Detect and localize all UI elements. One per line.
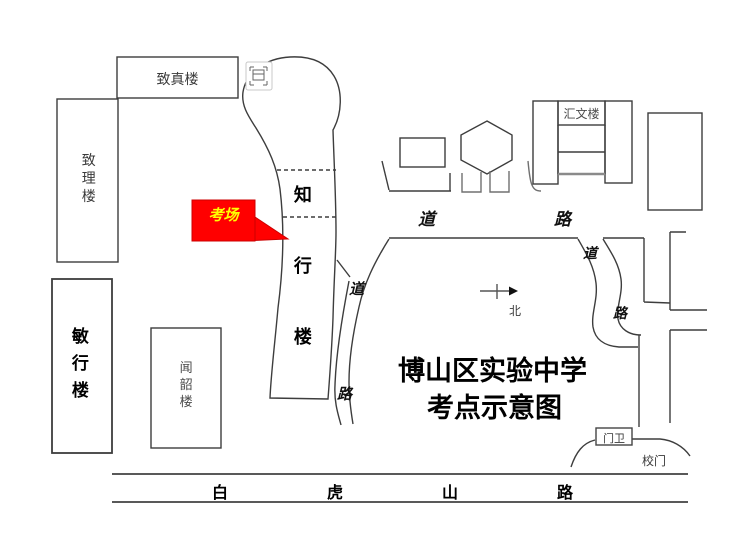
inner-road-dao-label: 道 bbox=[349, 282, 365, 298]
zhizhen-building-label: 致真楼 bbox=[156, 73, 199, 88]
east-road-dao-label: 道 bbox=[583, 247, 597, 262]
wenshao-building-label: 闻韶楼 bbox=[179, 360, 193, 409]
wenshao-building-outline bbox=[150, 327, 222, 449]
pavilion-leg-left bbox=[461, 172, 482, 193]
northeast-building-outline bbox=[647, 112, 703, 211]
campus-road-dao-label: 道 bbox=[418, 210, 435, 229]
zhixing-building-label: 知行楼 bbox=[293, 185, 312, 347]
inner-road-spur bbox=[336, 259, 351, 278]
minxing-building-label: 敏行楼 bbox=[71, 327, 89, 400]
compass-north-label: 北 bbox=[509, 304, 522, 318]
guard-house-label: 门卫 bbox=[603, 433, 625, 445]
platform-slant bbox=[381, 160, 390, 191]
inner-road-right bbox=[348, 238, 390, 425]
inner-road-lu-label: 路 bbox=[337, 387, 353, 403]
right-road-lower bbox=[669, 329, 707, 423]
inner-road-left bbox=[334, 280, 350, 426]
huiwen-right-wing bbox=[604, 100, 633, 184]
east-road-right-curve bbox=[602, 238, 642, 336]
east-block-edge bbox=[643, 238, 671, 304]
small-building-outline bbox=[399, 137, 446, 168]
pavilion-leg-right bbox=[489, 171, 510, 193]
compass bbox=[480, 284, 518, 299]
street-name-label: 白虎山路 bbox=[212, 485, 673, 502]
picture-anchor-icon bbox=[245, 61, 273, 91]
huiwen-left-wing bbox=[532, 100, 559, 185]
huiwen-inner-lines bbox=[557, 125, 606, 174]
exam-callout bbox=[191, 199, 290, 242]
huiwen-building-label: 汇文楼 bbox=[563, 107, 600, 121]
campus-road-lu-label: 路 bbox=[554, 210, 571, 229]
hexagon-pavilion-outline bbox=[460, 120, 513, 175]
gate-curve-left bbox=[570, 439, 596, 468]
minxing-building-outline bbox=[51, 278, 113, 454]
zhili-building-label: 致理楼 bbox=[81, 154, 96, 205]
zhixing-building-outline bbox=[241, 56, 341, 400]
street-lines bbox=[112, 473, 688, 503]
zhizhen-building-outline bbox=[116, 56, 239, 99]
guard-house-outline bbox=[595, 427, 633, 446]
map-title-line1: 博山区实验中学 bbox=[398, 356, 587, 386]
gate-curve-right bbox=[632, 438, 691, 457]
huiwen-label-box bbox=[557, 100, 606, 126]
school-gate-label: 校门 bbox=[642, 454, 667, 468]
map-title-line2: 考点示意图 bbox=[427, 393, 562, 423]
compass-arrow-icon bbox=[509, 286, 518, 296]
zhili-building-outline bbox=[56, 98, 119, 263]
path-hook-line bbox=[527, 160, 542, 192]
east-road-lu-label: 路 bbox=[613, 307, 627, 322]
right-road-upper bbox=[669, 231, 707, 311]
east-road-left-curve bbox=[577, 238, 638, 348]
exam-room-label: 考场 bbox=[208, 207, 239, 224]
